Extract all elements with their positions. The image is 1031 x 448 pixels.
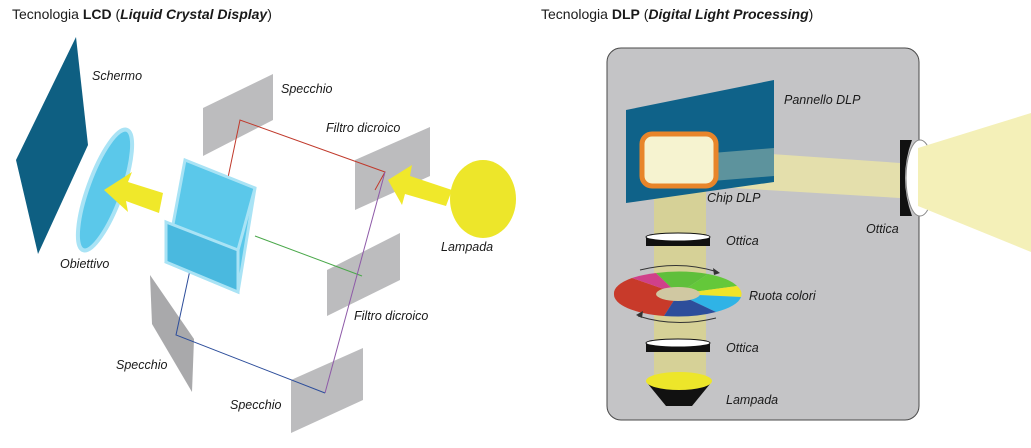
label-mirror-bottom: Specchio: [230, 398, 282, 412]
panel-beam-overlay: [712, 148, 774, 181]
dlp-title: Tecnologia DLP (Digital Light Processing…: [541, 6, 814, 22]
label-optics-right: Ottica: [866, 222, 899, 236]
lcd-diagram: [16, 37, 516, 433]
label-lamp-lcd: Lampada: [441, 240, 494, 254]
rotation-arrow-top: [639, 264, 719, 273]
label-lamp-dlp: Lampada: [726, 393, 779, 407]
rotation-arrow-bottom: [637, 315, 717, 324]
label-screen: Schermo: [92, 69, 143, 83]
label-mirror-left: Specchio: [116, 358, 168, 372]
color-wheel: [613, 271, 742, 317]
dichroic-filter-top: [355, 127, 430, 210]
ray-purple: [324, 171, 386, 394]
label-chip: Chip DLP: [707, 191, 761, 205]
dlp-diagram: [606, 47, 1031, 421]
label-color-wheel: Ruota colori: [749, 289, 816, 303]
lcd-lamp: [450, 160, 516, 238]
mirror-left: [150, 275, 194, 392]
projected-light: [918, 113, 1031, 252]
dlp-lamp: [646, 372, 712, 406]
ray-green: [254, 235, 363, 277]
arrow-from-lamp: [388, 165, 452, 206]
label-mirror-top: Specchio: [281, 82, 333, 96]
lcd-title: Tecnologia LCD (Liquid Crystal Display): [12, 6, 272, 22]
label-optics-bottom: Ottica: [726, 341, 759, 355]
ray-blue: [175, 269, 326, 394]
ray-red: [224, 119, 386, 193]
label-lens: Obiettivo: [60, 257, 110, 271]
label-dichroic-top: Filtro dicroico: [326, 121, 401, 135]
label-dichroic-mid: Filtro dicroico: [354, 309, 429, 323]
screen-panel: [16, 37, 88, 254]
dlp-chip: [639, 131, 719, 189]
rotation-arrowhead-top: [713, 268, 720, 275]
dichroic-filter-mid: [327, 233, 400, 316]
mirror-bottom: [291, 348, 363, 433]
optics-bottom-lens: [645, 338, 711, 352]
label-optics-top: Ottica: [726, 234, 759, 248]
mirror-top: [203, 74, 273, 156]
optics-top-lens: [645, 232, 711, 246]
label-panel: Pannello DLP: [784, 93, 861, 107]
arrow-to-lens: [104, 172, 163, 213]
rotation-arrowhead-bottom: [636, 311, 643, 318]
lcd-prism-cube: [164, 157, 257, 295]
